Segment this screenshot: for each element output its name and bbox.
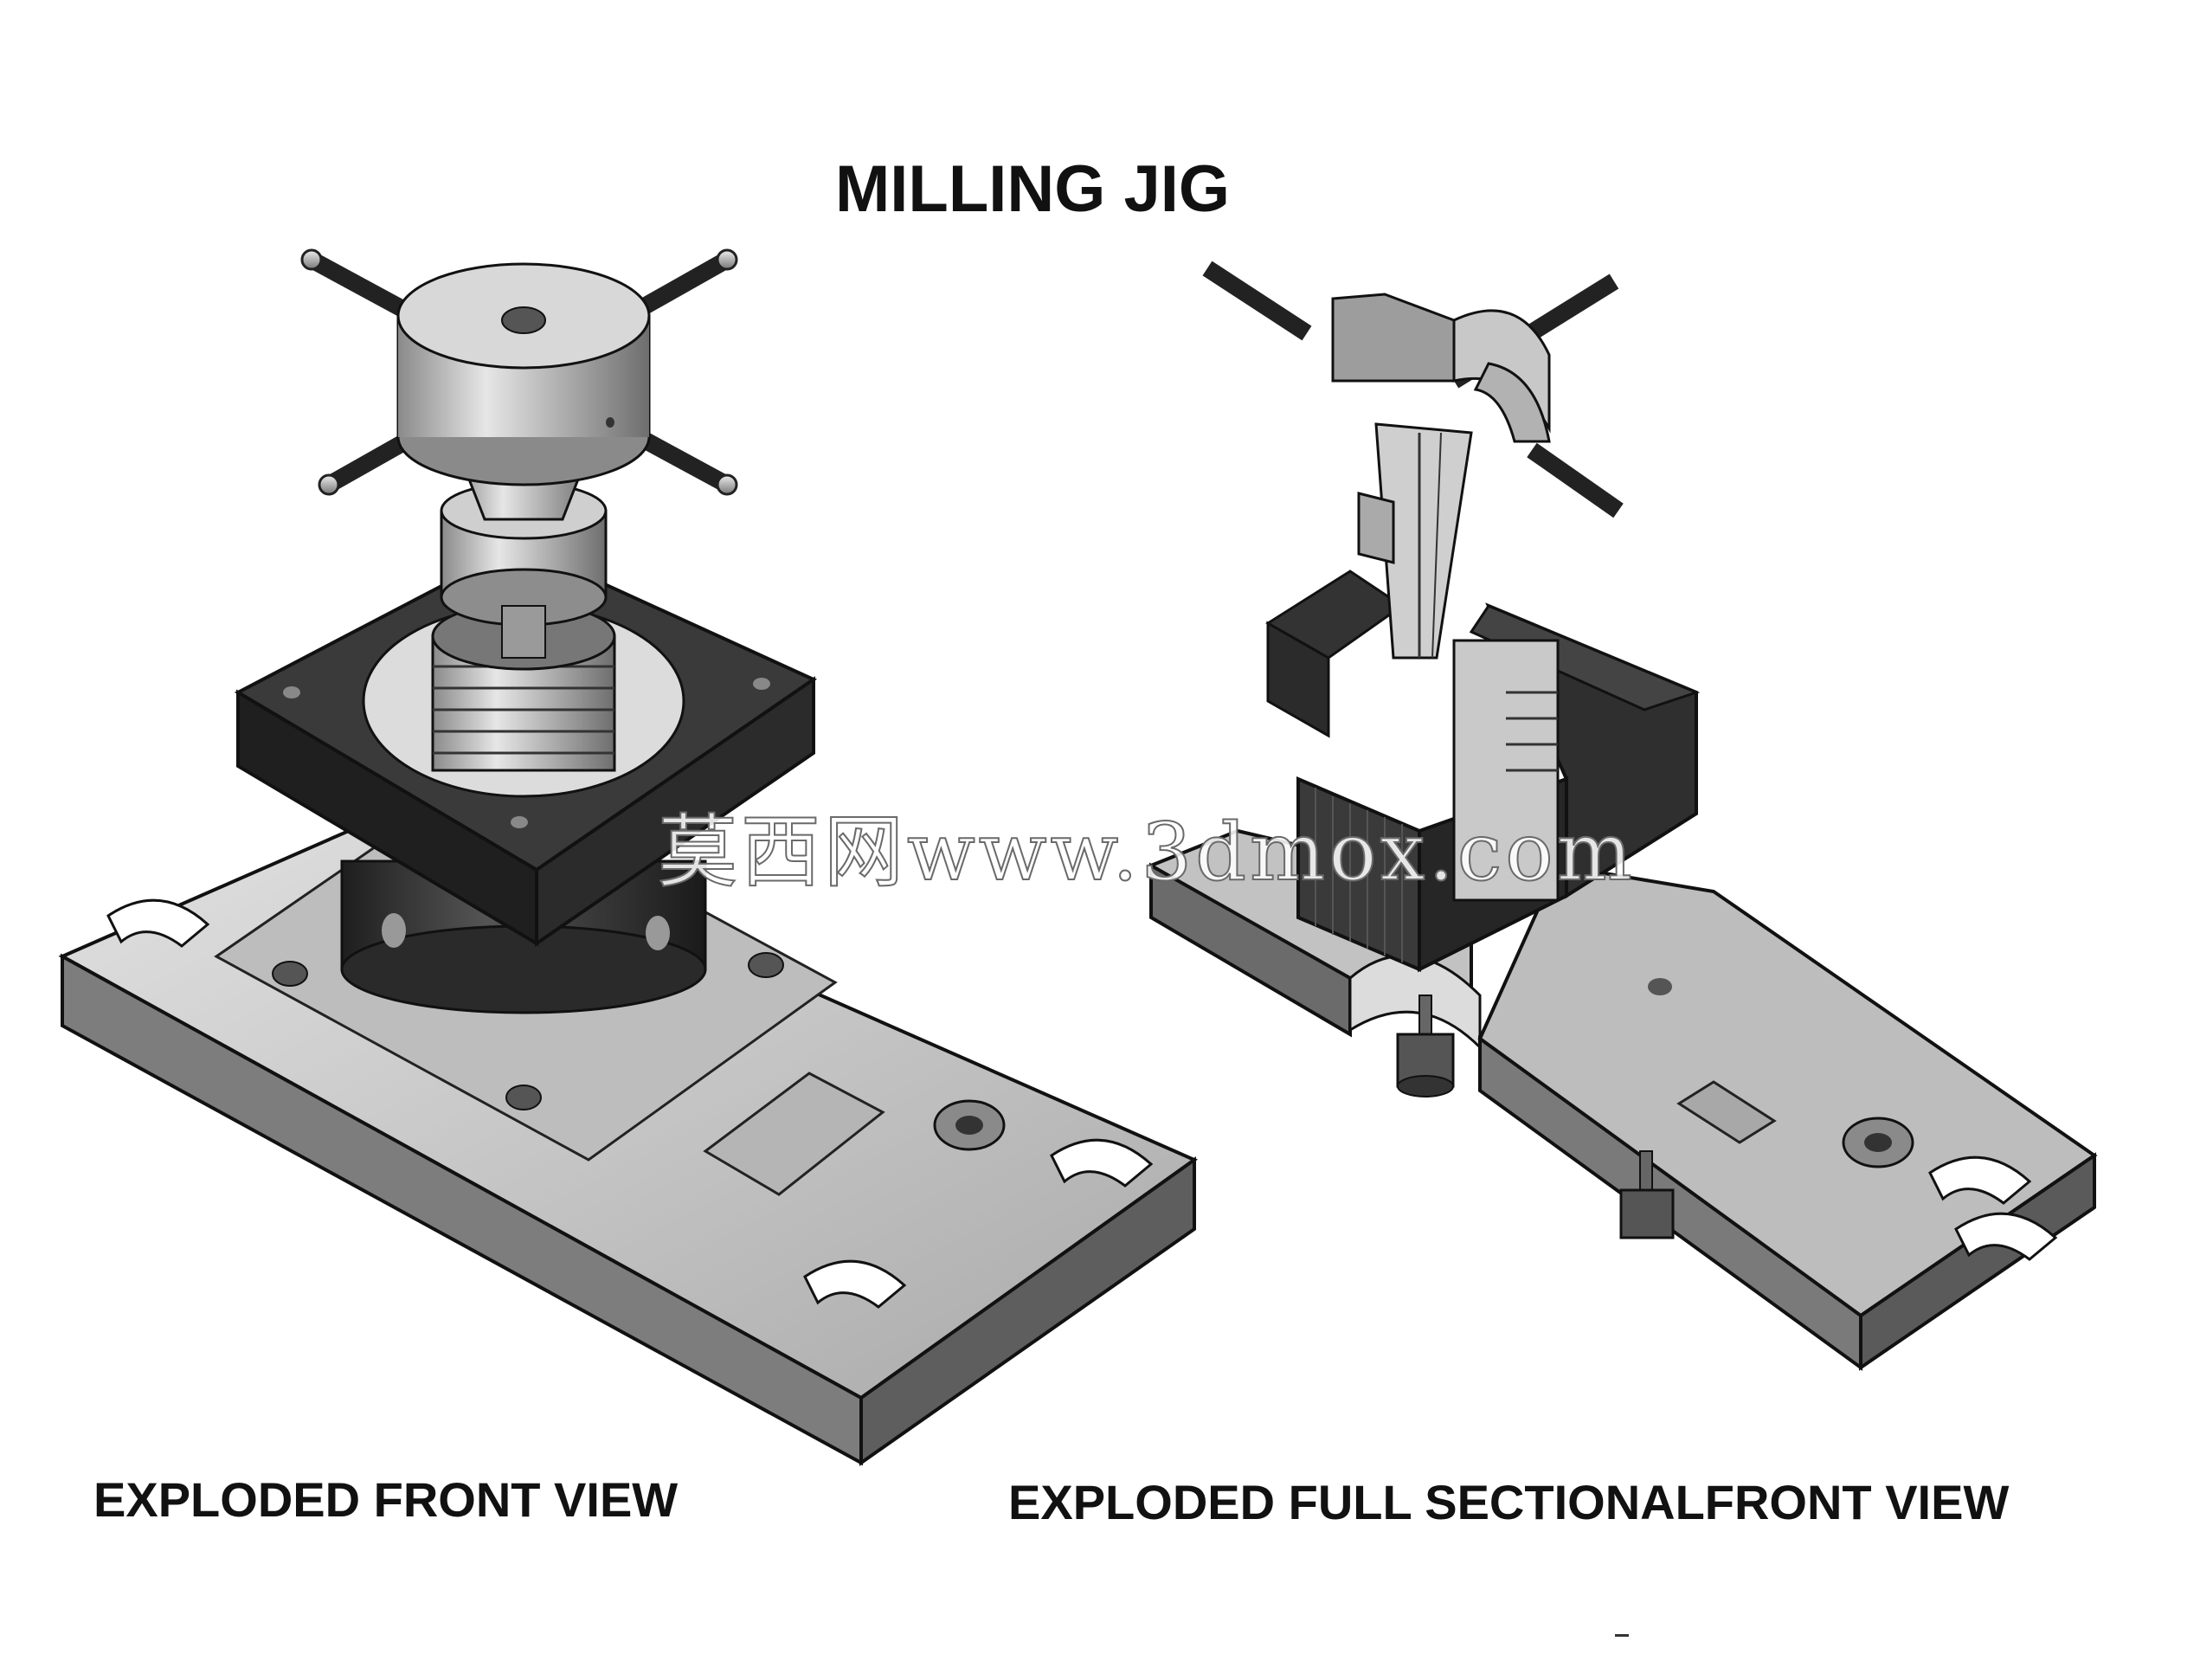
knob-head bbox=[396, 262, 651, 521]
right-view-caption: EXPLODED FULL SECTIONALFRONT VIEW bbox=[1008, 1475, 2010, 1529]
sectioned-base-plate bbox=[1147, 828, 2098, 1371]
left-view-caption: EXPLODED FRONT VIEW bbox=[93, 1472, 679, 1527]
exploded-sectional-view-illustration bbox=[1147, 261, 2098, 1371]
watermark-text: 莫西网www.3dmox.com bbox=[657, 805, 1636, 899]
sectioned-knob-head bbox=[1331, 293, 1551, 443]
small-dash-mark bbox=[1615, 1634, 1629, 1637]
collet bbox=[1357, 422, 1473, 660]
sectioned-threaded-sleeve bbox=[1452, 639, 1560, 902]
exploded-front-view-illustration bbox=[58, 248, 1199, 1466]
drawing-title: MILLING JIG bbox=[835, 152, 1230, 226]
cap-screws bbox=[1396, 994, 1675, 1239]
